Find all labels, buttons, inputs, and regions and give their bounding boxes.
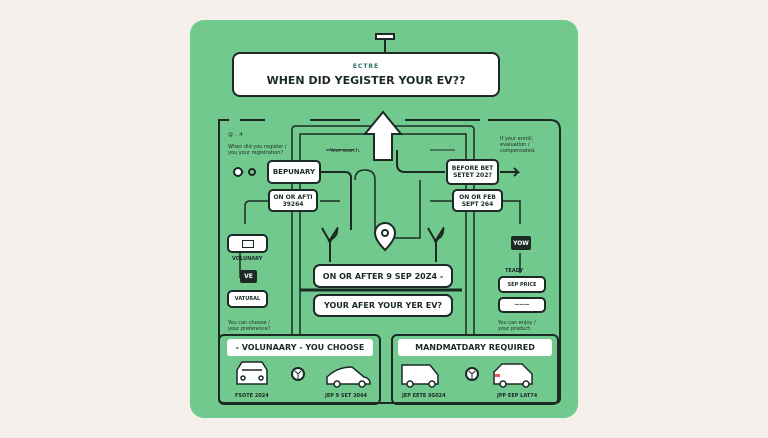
node-right-mid[interactable]: ON OR FEB SEPT 264 (452, 189, 503, 212)
car-label: JPP EEP LAT74 (497, 393, 538, 399)
right-side-box-2[interactable]: ——— (498, 297, 546, 313)
right-side-badge: YOW (511, 236, 531, 250)
toggle-icon (241, 239, 254, 248)
node-left-mid[interactable]: ON OR AFTI 39264 (268, 189, 318, 212)
question-label: ECTRE (352, 62, 380, 70)
leaf-icon (465, 367, 479, 381)
node-left-top[interactable]: BEPUNARY (267, 160, 321, 184)
right-side-box-1[interactable]: SEP PRICE (498, 276, 546, 293)
question-title: WHEN DID YEGISTER YOUR EV?? (266, 73, 466, 87)
car-icon (493, 363, 533, 388)
right-side-label: TEADY (505, 268, 524, 274)
car-icon (326, 366, 371, 388)
left-side-label: VOLUNARY (232, 256, 263, 262)
car-label: FSOTE 2024 (235, 393, 269, 399)
left-choice-note: You can choose / your preference? (228, 320, 271, 332)
right-choice-note: You can enjoy / your product. (498, 320, 536, 332)
van-icon (401, 364, 439, 388)
node-center-bottom[interactable]: YOUR AFER YOUR YER EV? (313, 294, 453, 317)
left-code: @ . .4 (228, 132, 243, 138)
node-center-top[interactable]: ON OR AFTER 9 SEP 20Z4 - (313, 264, 453, 288)
car-label: JEP 9 SET 2044 (325, 393, 367, 399)
option-mandatory-title: MANDMATDARY REQUIRED (398, 339, 552, 356)
left-toggle-box[interactable] (227, 234, 268, 253)
option-voluntary-title: - VOLUNAARY - YOU CHOOSE (227, 339, 373, 356)
car-icon (236, 361, 268, 385)
leaf-icon (291, 367, 305, 381)
right-note: If your enroll, evaluation / compensated… (500, 136, 536, 154)
search-note: Your search. (330, 148, 361, 154)
left-question: When did you register / you your registr… (228, 144, 287, 156)
left-side-badge: VE (240, 270, 257, 283)
car-label: JEP EETE 9S024 (402, 393, 446, 399)
question-box: ECTRE WHEN DID YEGISTER YOUR EV?? (232, 52, 500, 97)
node-right-top[interactable]: BEFORE BET SETET 202? (446, 159, 499, 185)
left-side-box[interactable]: VATURAL (227, 290, 268, 308)
